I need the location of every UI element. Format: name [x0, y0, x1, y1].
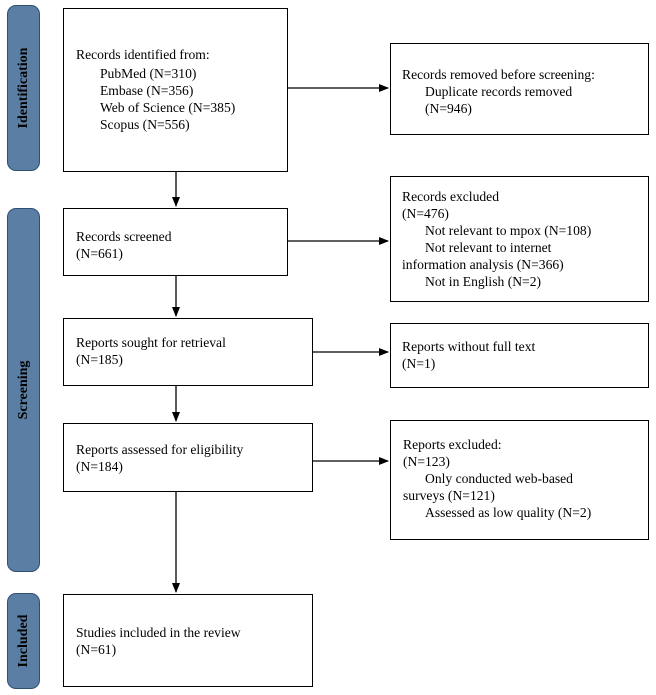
reports-sought-box: Reports sought for retrieval (N=185)	[63, 318, 313, 386]
source-web-of-science: Web of Science (N=385)	[100, 100, 236, 115]
records-excluded-count: (N=476)	[402, 206, 449, 221]
records-screened-title: Records screened	[76, 229, 172, 244]
reports-excluded-box: Reports excluded: (N=123) Only conducted…	[390, 420, 649, 540]
excluded-reason-mpox: Not relevant to mpox (N=108)	[425, 223, 592, 238]
excluded-reason-internet: Not relevant to internet	[425, 240, 552, 255]
duplicate-records-label: Duplicate records removed	[425, 84, 573, 99]
phase-identification-bar: Identification	[7, 5, 40, 171]
records-screened-box: Records screened (N=661)	[63, 208, 288, 276]
records-removed-title: Records removed before screening:	[402, 67, 595, 82]
phase-screening-bar: Screening	[7, 208, 40, 572]
phase-included-bar: Included	[7, 593, 40, 689]
excluded-reason-english: Not in English (N=2)	[425, 274, 542, 289]
records-identified-title: Records identified from:	[76, 47, 210, 62]
records-removed-box: Records removed before screening: Duplic…	[390, 43, 649, 135]
excluded-reason-web-surveys: Only conducted web-based	[425, 471, 573, 486]
records-excluded-title: Records excluded	[402, 189, 500, 204]
duplicate-records-count: (N=946)	[425, 101, 472, 116]
reports-excluded-count: (N=123)	[403, 454, 450, 469]
source-embase: Embase (N=356)	[100, 83, 194, 98]
studies-included-title: Studies included in the review	[76, 625, 241, 640]
records-identified-box: Records identified from: PubMed (N=310) …	[63, 8, 288, 172]
reports-not-retrieved-title: Reports without full text	[402, 339, 536, 354]
studies-included-box: Studies included in the review (N=61)	[63, 594, 313, 687]
excluded-reason-internet-cont: information analysis (N=366)	[402, 257, 564, 272]
source-scopus: Scopus (N=556)	[100, 117, 190, 132]
reports-sought-title: Reports sought for retrieval	[76, 335, 226, 350]
reports-excluded-title: Reports excluded:	[403, 437, 502, 452]
studies-included-count: (N=61)	[76, 642, 117, 657]
reports-assessed-count: (N=184)	[76, 459, 123, 474]
excluded-reason-low-quality: Assessed as low quality (N=2)	[425, 505, 592, 520]
reports-assessed-title: Reports assessed for eligibility	[76, 442, 244, 457]
excluded-reason-web-surveys-cont: surveys (N=121)	[403, 488, 495, 503]
reports-not-retrieved-box: Reports without full text (N=1)	[390, 323, 649, 388]
records-excluded-box: Records excluded (N=476) Not relevant to…	[390, 176, 649, 302]
source-pubmed: PubMed (N=310)	[100, 66, 197, 81]
reports-not-retrieved-count: (N=1)	[402, 356, 436, 371]
records-screened-count: (N=661)	[76, 246, 123, 261]
reports-sought-count: (N=185)	[76, 352, 123, 367]
reports-assessed-box: Reports assessed for eligibility (N=184)	[63, 423, 313, 492]
